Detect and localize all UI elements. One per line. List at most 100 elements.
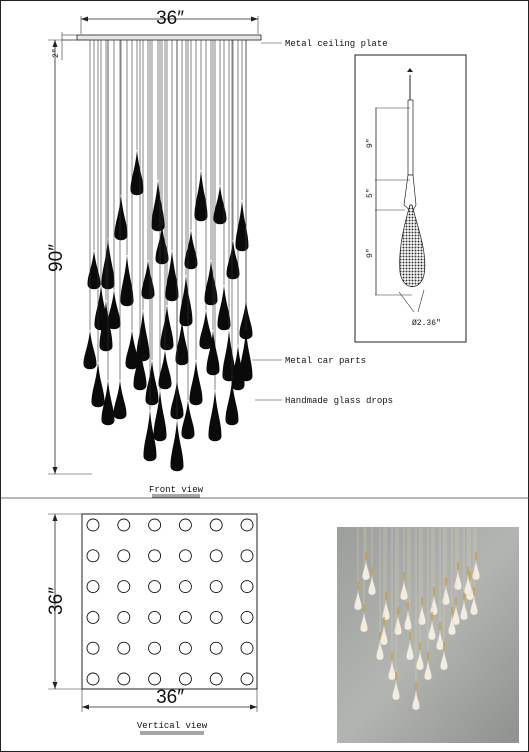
- glass-drop: [208, 390, 222, 442]
- photo-glass-drop: [376, 639, 384, 661]
- photo-glass-drop: [436, 629, 444, 651]
- mount-hole: [117, 672, 131, 686]
- mount-hole: [240, 518, 254, 532]
- photo-glass-drop: [424, 659, 432, 681]
- photo-glass-drop: [464, 574, 472, 596]
- mount-hole: [148, 641, 162, 655]
- mount-hole: [178, 610, 192, 624]
- glass-drop: [235, 200, 249, 252]
- mount-hole: [209, 518, 223, 532]
- glass-drop: [199, 310, 213, 350]
- glass-drop: [175, 320, 189, 366]
- ceiling-plate-label: Metal ceiling plate: [285, 39, 388, 49]
- glass-drop: [120, 255, 134, 307]
- photo-glass-drop: [404, 609, 412, 631]
- plate-thickness-label: 2″: [52, 48, 61, 58]
- glass-drop: [213, 185, 227, 225]
- product-photo: [337, 527, 519, 743]
- mount-hole: [178, 580, 192, 594]
- photo-glass-drop: [448, 614, 456, 636]
- mount-hole: [117, 580, 131, 594]
- mount-hole: [209, 610, 223, 624]
- mount-hole: [178, 672, 192, 686]
- glass-drop: [181, 400, 195, 440]
- mount-hole: [117, 549, 131, 563]
- ceiling-plate: [76, 34, 262, 41]
- mount-hole: [86, 672, 100, 686]
- mount-hole: [148, 518, 162, 532]
- mount-hole: [148, 580, 162, 594]
- glass-drop: [153, 390, 167, 442]
- bottom-dimension-label: 36″: [156, 687, 184, 708]
- glass-drop: [101, 380, 115, 426]
- glass-drop: [151, 180, 165, 232]
- photo-glass-drop: [416, 649, 424, 671]
- mount-hole: [178, 549, 192, 563]
- mount-hole: [86, 610, 100, 624]
- glass-drop: [170, 420, 184, 472]
- glass-drop: [189, 360, 203, 406]
- mount-hole: [178, 641, 192, 655]
- glass-drop: [165, 250, 179, 302]
- glass-drop: [184, 230, 198, 270]
- height-dimension-label: 90″: [46, 244, 67, 272]
- mount-hole: [86, 580, 100, 594]
- mount-hole: [240, 672, 254, 686]
- mount-hole: [209, 641, 223, 655]
- mount-hole: [148, 610, 162, 624]
- mount-hole: [148, 549, 162, 563]
- plate-top-view: [81, 513, 258, 690]
- glass-drop: [99, 300, 113, 352]
- glass-drop: [91, 362, 105, 408]
- mount-hole: [240, 549, 254, 563]
- photo-glass-drop: [440, 649, 448, 671]
- mount-hole: [240, 610, 254, 624]
- glass-drop: [125, 330, 139, 370]
- photo-glass-drop: [452, 604, 460, 626]
- photo-glass-drop: [354, 589, 362, 611]
- glass-drop: [133, 345, 147, 391]
- photo-glass-drop: [400, 579, 408, 601]
- photo-glass-drop: [388, 659, 396, 681]
- glass-drops-label: Handmade glass drops: [285, 396, 393, 406]
- photo-drops: [354, 527, 480, 711]
- glass-drop: [206, 330, 220, 376]
- mount-hole: [148, 672, 162, 686]
- glass-drop: [113, 380, 127, 420]
- side-dimension-label: 36″: [46, 587, 67, 615]
- glass-drop: [141, 260, 155, 300]
- glass-drop: [217, 285, 231, 331]
- glass-drop: [239, 330, 253, 382]
- glass-drop: [83, 330, 97, 370]
- mount-hole: [240, 641, 254, 655]
- mount-hole: [117, 610, 131, 624]
- diameter-label: Ø2.36″: [412, 319, 441, 328]
- detail-glass-drop: [399, 204, 426, 287]
- glass-drop: [130, 150, 144, 196]
- mount-hole: [209, 549, 223, 563]
- mount-hole: [240, 580, 254, 594]
- glass-drop: [107, 290, 121, 330]
- metal-tube: [407, 99, 414, 176]
- glass-drop: [87, 250, 101, 290]
- vertical-view-drawing: 36″ 36″ Vertical view: [46, 513, 258, 735]
- photo-glass-drop: [412, 689, 420, 711]
- photo-glass-drop: [380, 624, 388, 646]
- metal-cone: [403, 174, 417, 213]
- segment-3-label: 9″: [366, 248, 375, 258]
- glass-drop: [179, 275, 193, 327]
- segment-2-label: 5″: [366, 188, 375, 198]
- width-dimension-label: 36″: [156, 8, 184, 29]
- front-view-caption: Front view: [149, 485, 204, 495]
- photo-glass-drop: [428, 619, 436, 641]
- glass-drop: [204, 260, 218, 306]
- mount-hole: [117, 641, 131, 655]
- glass-drop: [143, 410, 157, 462]
- single-drop-detail: 9″ 5″ 9″ Ø2.36″: [354, 54, 467, 343]
- mount-hole: [209, 672, 223, 686]
- front-view-drawing: 36″ 2″ 90″ Metal ceiling plate Metal car…: [46, 8, 393, 498]
- mount-hole: [178, 518, 192, 532]
- photo-glass-drop: [470, 594, 478, 616]
- glass-drops-group: [83, 40, 253, 472]
